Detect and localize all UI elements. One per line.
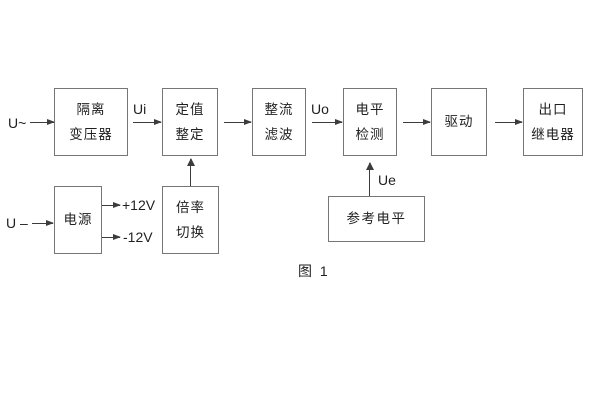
block-label: 定值 (175, 102, 205, 117)
arrow-power-to-minus-12v (102, 234, 121, 240)
block-ratio-switching: 倍率 切换 (162, 186, 219, 254)
arrow-drive-to-outlet-relay (495, 119, 523, 125)
block-drive: 驱动 (431, 88, 487, 156)
label-ue: Ue (378, 172, 396, 188)
arrow-value-setting-to-rectify-filter (224, 119, 252, 125)
block-label: 整定 (175, 126, 205, 142)
block-label: 倍率 (176, 200, 205, 215)
block-label: 检测 (355, 126, 385, 142)
label-ui: Ui (133, 101, 147, 117)
block-label: 电平 (355, 102, 385, 117)
arrow-dc-input-to-power-supply (32, 220, 54, 226)
block-reference-level: 参考电平 (328, 196, 425, 242)
block-label: 隔离 (76, 102, 106, 117)
block-outlet-relay: 出口 继电器 (523, 88, 583, 156)
block-value-setting: 定值 整定 (162, 88, 218, 156)
block-level-detection: 电平 检测 (343, 88, 397, 156)
label-ac-input: U~ (8, 115, 27, 131)
block-isolation-transformer: 隔离 变压器 (54, 88, 128, 156)
arrow-level-detection-to-drive (403, 119, 431, 125)
block-label: 变压器 (69, 126, 113, 142)
arrow-ratio-switching-to-value-setting (186, 158, 195, 186)
block-label: 继电器 (531, 126, 575, 142)
block-label: 整流 (264, 102, 294, 117)
label-dc-input: U – (6, 215, 28, 231)
block-power-supply: 电源 (54, 186, 102, 254)
block-label: 电源 (63, 212, 93, 228)
figure-caption: 图 1 (298, 263, 330, 279)
block-label: 驱动 (444, 114, 474, 130)
label-plus-12v: +12V (122, 197, 156, 213)
block-label: 参考电平 (346, 211, 407, 227)
arrow-ac-input-to-transformer (30, 119, 55, 125)
label-uo: Uo (311, 101, 329, 117)
block-rectify-filter: 整流 滤波 (252, 88, 306, 156)
arrow-transformer-to-value-setting (133, 119, 162, 125)
block-label: 滤波 (264, 126, 294, 142)
arrow-power-to-plus-12v (102, 202, 121, 208)
arrow-reference-level-to-level-detection (365, 162, 374, 196)
arrow-rectify-filter-to-level-detection (312, 119, 343, 125)
block-label: 切换 (176, 224, 205, 240)
block-label: 出口 (538, 102, 568, 117)
label-minus-12v: -12V (123, 229, 153, 245)
